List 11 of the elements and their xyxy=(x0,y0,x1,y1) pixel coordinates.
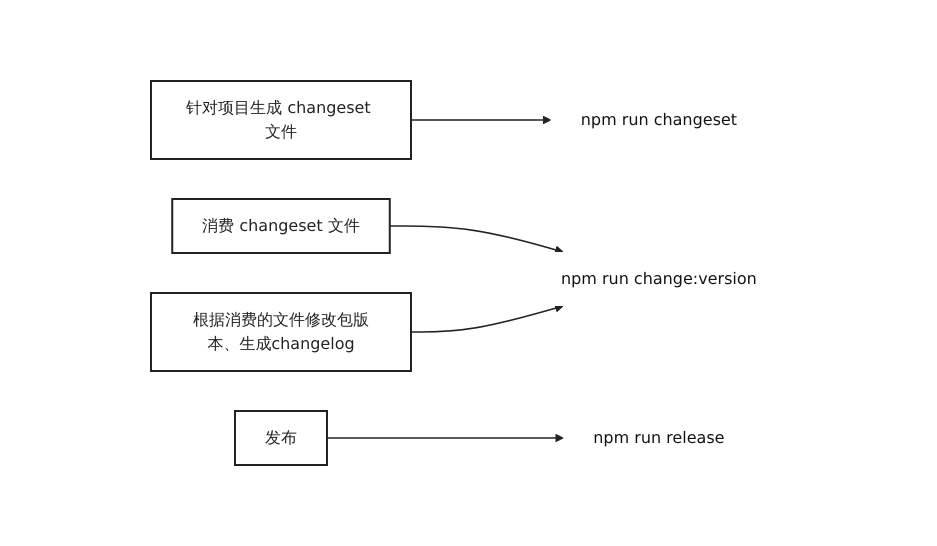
node-box: 消费 changeset 文件 xyxy=(170,198,390,254)
node-text: npm run release xyxy=(592,428,724,447)
node-box: 针对项目生成 changeset 文件 xyxy=(150,80,412,160)
arrow xyxy=(389,225,564,254)
node-text: npm run change:version xyxy=(560,269,756,288)
arrow xyxy=(326,434,564,442)
arrow xyxy=(410,116,551,124)
node-text: npm run changeset xyxy=(580,110,737,129)
node-box: 发布 xyxy=(234,410,328,466)
arrow xyxy=(410,304,564,333)
node-box: 根据消费的文件修改包版本、生成changelog xyxy=(150,292,412,372)
